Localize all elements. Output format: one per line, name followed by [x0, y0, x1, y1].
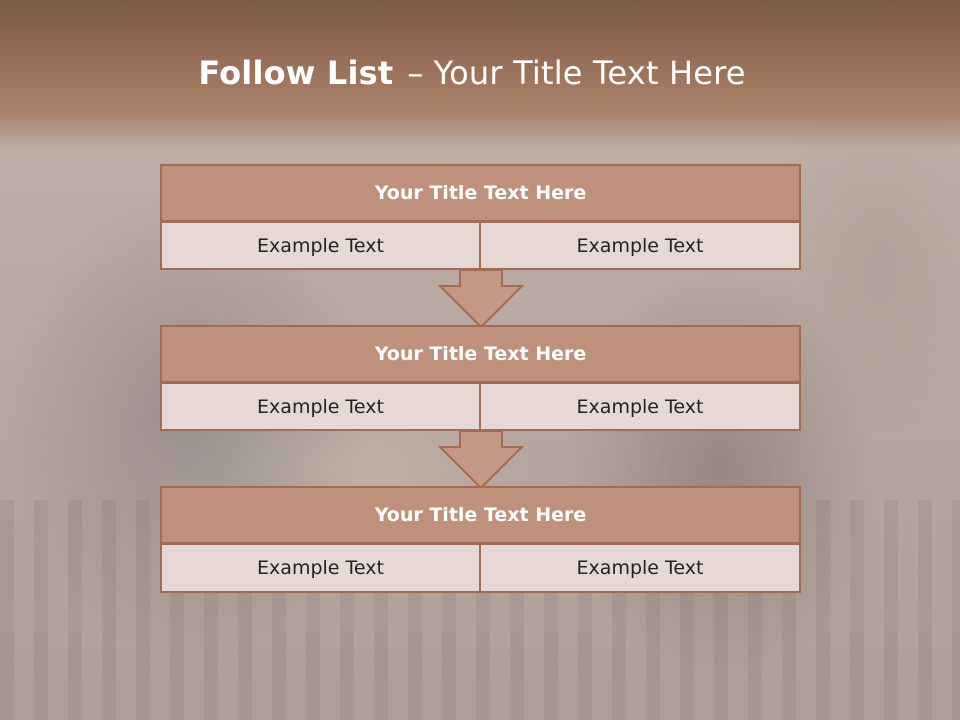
- block-cell-right: Example Text: [479, 382, 801, 431]
- title-rest: Your Title Text Here: [433, 54, 746, 92]
- list-block-3: Your Title Text Here Example Text Exampl…: [160, 486, 801, 593]
- list-block-1: Your Title Text Here Example Text Exampl…: [160, 164, 801, 270]
- down-arrow-icon: [438, 431, 524, 489]
- block-title: Your Title Text Here: [160, 325, 801, 383]
- slide-title: Follow List–Your Title Text Here: [0, 54, 944, 92]
- title-bold: Follow List: [198, 54, 394, 92]
- block-title: Your Title Text Here: [160, 164, 801, 222]
- block-cell-left: Example Text: [160, 382, 481, 431]
- block-cell-right: Example Text: [479, 543, 801, 593]
- block-cell-left: Example Text: [160, 221, 481, 270]
- list-block-2: Your Title Text Here Example Text Exampl…: [160, 325, 801, 431]
- block-title: Your Title Text Here: [160, 486, 801, 544]
- header-band: [0, 0, 960, 150]
- block-cell-right: Example Text: [479, 221, 801, 270]
- title-separator: –: [407, 54, 424, 92]
- block-cell-left: Example Text: [160, 543, 481, 593]
- down-arrow-icon: [438, 270, 524, 328]
